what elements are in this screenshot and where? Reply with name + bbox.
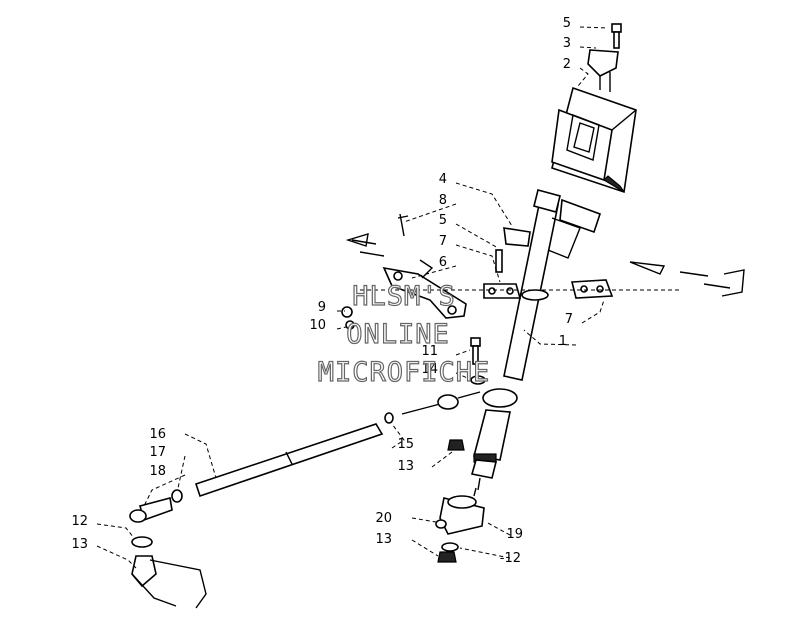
watermark: HLSM'S ONLINE MICROFICHE (317, 280, 491, 388)
part-label-1: 1 (559, 334, 567, 349)
part-label-13c: 13 (375, 532, 392, 547)
handlebar-clamp-block (551, 86, 637, 194)
watermark-line-3: MICROFICHE (318, 357, 491, 388)
arrow-right (629, 261, 666, 275)
watermark-line-1: HLSM'S (352, 281, 456, 312)
spindle-arm (131, 536, 207, 609)
part-label-7a: 7 (439, 234, 447, 249)
part-label-10: 10 (309, 318, 326, 333)
part-label-8: 8 (439, 193, 447, 208)
part-label-2: 2 (563, 57, 571, 72)
leader-lines (96, 26, 609, 569)
part-label-18: 18 (149, 464, 166, 479)
screw-9 (341, 306, 353, 318)
nut-13 (447, 439, 465, 451)
tie-rod-end-upper (384, 391, 481, 424)
part-label-20: 20 (375, 511, 392, 526)
part-label-13b: 13 (71, 537, 88, 552)
part-label-16: 16 (149, 427, 166, 442)
part-label-14: 14 (421, 362, 438, 377)
part-label-12b: -12 (500, 551, 521, 566)
bushing-blocks (483, 227, 614, 299)
bolt-11 (470, 337, 481, 365)
part-label-9: 9 (318, 300, 326, 315)
part-label-19: 19 (506, 527, 523, 542)
washer-10 (345, 320, 355, 330)
tie-rod-tube (194, 423, 384, 498)
arrow-left (345, 233, 369, 247)
watermark-line-2: ONLINE (346, 319, 450, 350)
arrow-right-far (679, 269, 745, 297)
tie-rod-end-lower (129, 489, 183, 523)
top-bolt (611, 23, 622, 49)
part-label-12a: 12 (71, 514, 88, 529)
upper-bracket (351, 213, 467, 319)
part-label-11: 11 (421, 344, 438, 359)
part-label-7b: 7 (565, 312, 573, 327)
part-label-15: 15 (397, 437, 414, 452)
steering-post (470, 189, 602, 491)
part-label-17: 17 (149, 445, 166, 460)
part-label-4: 4 (439, 172, 447, 187)
part-label-5b: 5 (439, 213, 447, 228)
top-clamp (587, 49, 619, 92)
part-label-6: 6 (439, 255, 447, 270)
part-label-5a: 5 (563, 16, 571, 31)
part-label-13a: 13 (397, 459, 414, 474)
lower-bearing (435, 487, 485, 563)
part-label-3: 3 (563, 36, 571, 51)
